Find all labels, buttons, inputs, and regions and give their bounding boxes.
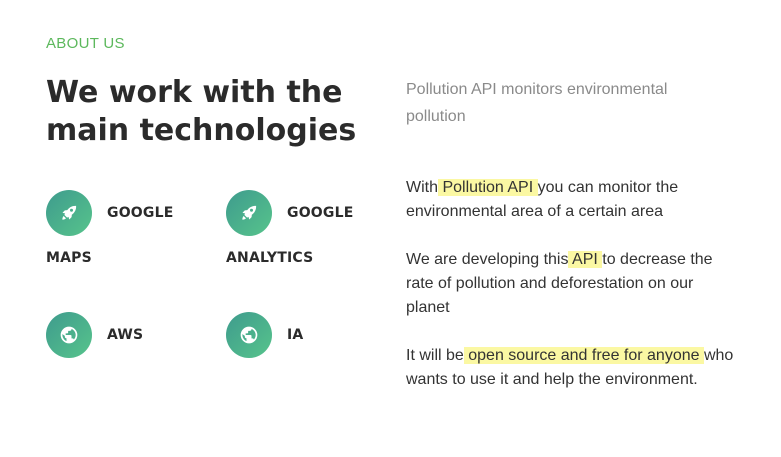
globe-icon [46,312,92,358]
tech-label: IA [287,327,304,343]
tech-label: AWS [107,327,144,343]
paragraph-2: We are developing this API to decrease t… [406,248,736,320]
tech-label-continued: ANALYTICS [226,250,314,266]
paragraph-text: With [406,179,438,196]
tech-label-continued: MAPS [46,250,92,266]
paragraph-text: you can monitor the environmental area o… [406,179,679,220]
tech-item-ia: IA [226,312,386,358]
section-heading: We work with the main technologies [46,75,357,148]
rocket-icon [46,190,92,236]
section-eyebrow: ABOUT US [46,35,125,52]
paragraph-1: With Pollution API you can monitor the e… [406,176,736,224]
paragraph-text: who wants to use it and help the environ… [406,347,734,388]
paragraph-text: We are developing this [406,251,569,268]
rocket-icon [226,190,272,236]
intro-text: Pollution API monitors environmental pol… [406,81,668,125]
paragraph-3: It will be open source and free for anyo… [406,344,736,392]
tech-item-google-maps: GOOGLE MAPS [46,190,206,266]
paragraph-text: to decrease the rate of pollution and de… [406,251,713,316]
tech-item-google-analytics: GOOGLE ANALYTICS [226,190,386,266]
highlighted-text: open source and free for anyone [463,347,704,364]
tech-item-aws: AWS [46,312,206,358]
highlighted-text: API [568,251,603,268]
globe-icon [226,312,272,358]
tech-label: GOOGLE [287,205,354,221]
highlighted-text: Pollution API [438,179,538,196]
tech-label: GOOGLE [107,205,174,221]
paragraph-text: It will be [406,347,464,364]
